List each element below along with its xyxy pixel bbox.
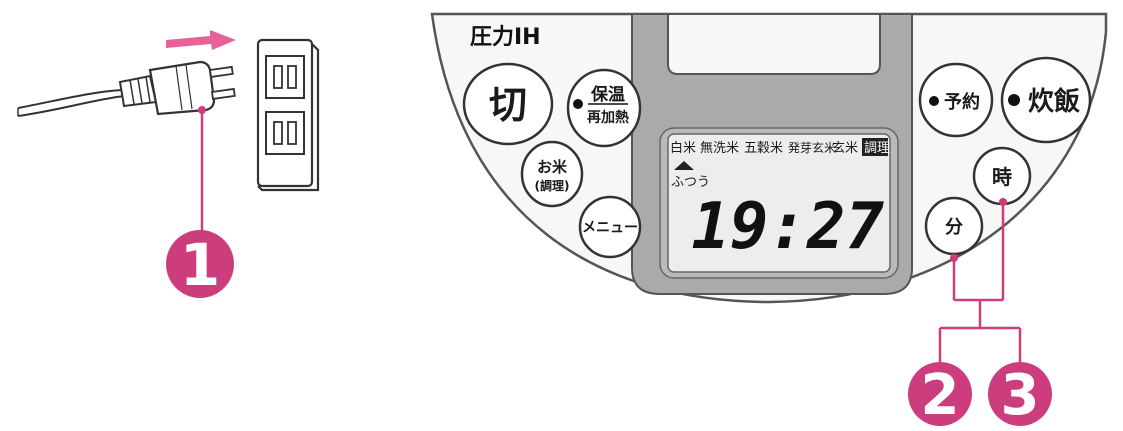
- step-2-number: 2: [921, 363, 960, 428]
- step-3-number: 3: [1001, 363, 1040, 428]
- minute-button[interactable]: 分: [924, 196, 984, 256]
- step-1-leader: [198, 106, 206, 232]
- reheat-label: 再加熱: [587, 109, 629, 126]
- menu-button[interactable]: メニュー: [578, 195, 642, 259]
- brand-label: 圧力IH: [470, 25, 541, 50]
- minute-label: 分: [945, 217, 963, 238]
- hour-button[interactable]: 時: [972, 146, 1032, 206]
- lcd-mode: ふつう: [671, 175, 710, 190]
- hour-label: 時: [992, 165, 1012, 189]
- rice-sub-label: (調理): [535, 178, 570, 193]
- keep-warm-label: 保温: [590, 84, 625, 105]
- lcd-menu-item: 発芽玄米: [788, 140, 836, 155]
- lcd-display: 白米 無洗米 五穀米 発芽玄米 玄米 調理 ふつう 19:27: [670, 138, 890, 264]
- lcd-menu-item: 白米: [670, 140, 696, 156]
- power-plug-illustration: [17, 60, 236, 117]
- step-3-badge: 3: [988, 362, 1052, 428]
- reserve-dot-icon: [929, 96, 939, 106]
- lcd-time: 19:27: [691, 190, 884, 264]
- wall-outlet: [256, 38, 320, 192]
- reserve-button[interactable]: 予約: [918, 62, 994, 138]
- insert-arrow: [166, 30, 236, 50]
- rice-label: お米: [537, 158, 568, 176]
- keep-warm-dot-icon: [573, 99, 583, 109]
- reserve-label: 予約: [944, 91, 980, 113]
- cook-dot-icon: [1008, 94, 1020, 106]
- menu-label: メニュー: [582, 220, 638, 236]
- keep-warm-button[interactable]: 保温 再加熱: [566, 68, 642, 148]
- rice-button[interactable]: お米 (調理): [520, 140, 584, 208]
- step-1-number: 1: [180, 231, 220, 299]
- cook-button[interactable]: 炊飯: [1000, 56, 1092, 144]
- lcd-menu-item: 無洗米: [700, 141, 739, 156]
- cook-label: 炊飯: [1028, 86, 1080, 117]
- step-2-3-leader: [938, 198, 1022, 362]
- mode-indicator-icon: [674, 161, 694, 170]
- lcd-menu-item: 玄米: [832, 141, 858, 156]
- step-2-badge: 2: [908, 362, 972, 428]
- off-label: 切: [489, 83, 527, 127]
- lcd-menu-highlight: 調理: [864, 141, 890, 156]
- off-button[interactable]: 切: [462, 62, 554, 146]
- lcd-menu-item: 五穀米: [744, 141, 783, 156]
- step-1-badge: 1: [166, 230, 234, 299]
